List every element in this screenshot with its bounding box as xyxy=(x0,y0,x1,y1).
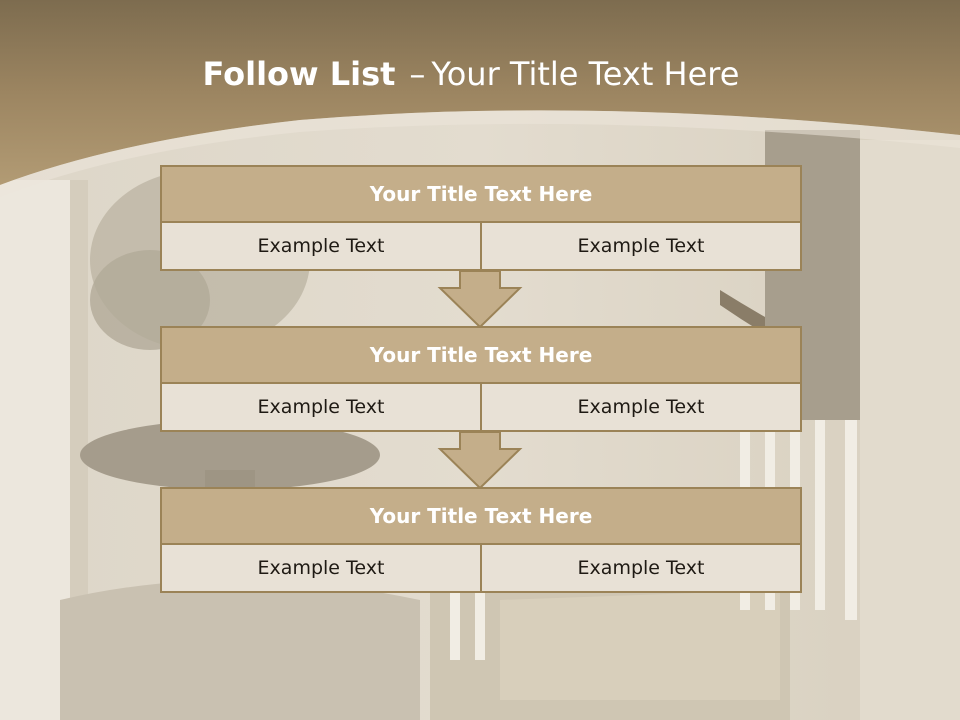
follow-block-3: Your Title Text Here Example Text Exampl… xyxy=(160,487,802,593)
block-left-text: Example Text xyxy=(162,545,482,591)
block-right-text: Example Text xyxy=(577,396,705,418)
block-title: Your Title Text Here xyxy=(162,489,800,545)
down-arrow-icon xyxy=(437,270,523,329)
slide-title: Follow List–Your Title Text Here xyxy=(0,52,942,96)
block-right-text: Example Text xyxy=(577,235,705,257)
block-title: Your Title Text Here xyxy=(162,328,800,384)
block-left-text: Example Text xyxy=(162,223,482,269)
slide-title-separator: – xyxy=(409,55,426,93)
block-right-text: Example Text xyxy=(577,557,705,579)
block-title: Your Title Text Here xyxy=(162,167,800,223)
block-left-text: Example Text xyxy=(162,384,482,430)
follow-block-1: Your Title Text Here Example Text Exampl… xyxy=(160,165,802,271)
slide-title-bold: Follow List xyxy=(202,55,396,93)
down-arrow-icon xyxy=(437,431,523,490)
follow-block-2: Your Title Text Here Example Text Exampl… xyxy=(160,326,802,432)
slide-title-rest: Your Title Text Here xyxy=(431,55,740,93)
